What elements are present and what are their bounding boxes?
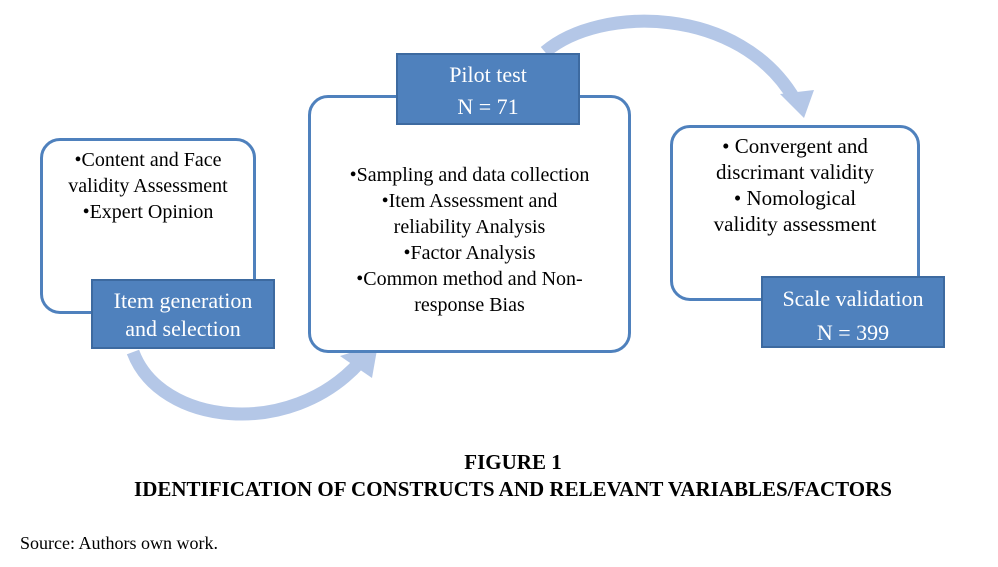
arrow-step1-to-step2 [126,349,365,421]
step2-details-box: •Sampling and data collection •Item Asse… [308,95,631,353]
step3-detail-line: • Convergent and [722,134,868,158]
step3-label-box: Scale validation N = 399 [761,276,945,348]
step1-detail-line: validity Assessment [68,175,228,197]
step1-label-box: Item generation and selection [91,279,275,349]
step1-detail-line: •Content and Face [74,149,222,171]
arrow-step2-to-step3 [540,14,801,104]
step2-detail-line: response Bias [414,294,525,316]
step2-label-box: Pilot test N = 71 [396,53,580,125]
step2-label-line: Pilot test [449,62,527,87]
step1-detail-line: •Expert Opinion [82,201,214,223]
arrow-step2-to-step3-head [780,90,814,118]
figure-number: FIGURE 1 [464,450,562,474]
figure-caption: FIGURE 1 IDENTIFICATION OF CONSTRUCTS AN… [0,449,998,503]
step3-label-line: N = 399 [816,320,890,345]
step3-detail-line: discrimant validity [715,160,875,184]
step2-detail-line: reliability Analysis [393,216,546,238]
source-note: Source: Authors own work. [20,533,218,553]
step2-detail-line: •Factor Analysis [403,242,536,264]
step1-label-line: Item generation [113,288,253,313]
step2-label-line: N = 71 [457,94,519,119]
step3-detail-line: • Nomological [733,186,857,210]
step3-detail-line: validity assessment [713,212,877,236]
step3-details-box: • Convergent and discrimant validity • N… [670,125,920,301]
step1-label-line: and selection [125,316,241,341]
figure-title: IDENTIFICATION OF CONSTRUCTS AND RELEVAN… [134,477,892,501]
step3-label-line: Scale validation [782,286,924,311]
step2-detail-line: •Item Assessment and [381,190,558,212]
step2-detail-line: •Common method and Non- [356,268,583,290]
step2-detail-line: •Sampling and data collection [349,164,590,186]
